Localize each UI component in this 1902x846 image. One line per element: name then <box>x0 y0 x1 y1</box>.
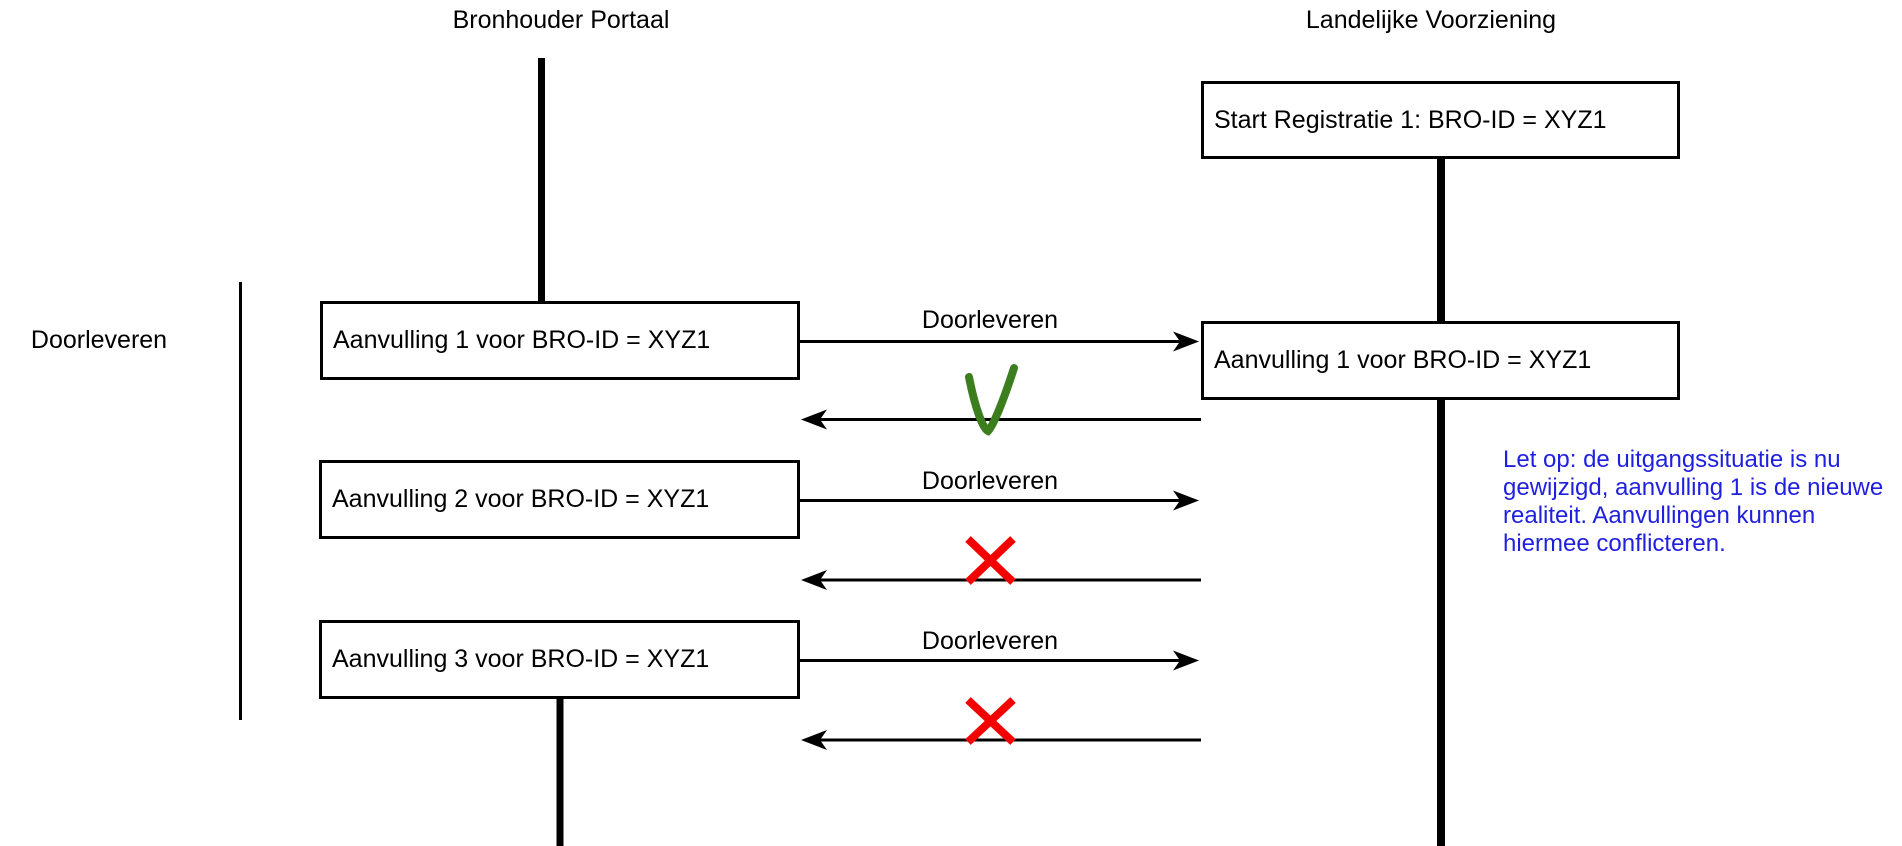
doorleveren-group-label: Doorleveren <box>30 326 168 354</box>
doorleveren-arrowhead-3 <box>1173 650 1199 671</box>
box-aanvulling-3-bronhouder: Aanvulling 3 voor BRO-ID = XYZ1 <box>319 620 800 699</box>
cross-icon-2-stroke-b <box>965 697 1016 745</box>
return-arrowhead-2 <box>801 570 827 590</box>
actor-title-landelijke-voorziening: Landelijke Voorziening <box>1305 6 1557 34</box>
box-aanvulling-2-bronhouder: Aanvulling 2 voor BRO-ID = XYZ1 <box>319 460 800 539</box>
message-label-doorleveren-3: Doorleveren <box>921 627 1059 655</box>
doorleveren-arrowhead-1 <box>1173 331 1199 352</box>
return-arrowhead-1 <box>801 409 827 430</box>
cross-icon-1-stroke-b <box>965 536 1016 585</box>
doorleveren-arrowhead-2 <box>1173 490 1199 511</box>
box-start-registratie: Start Registratie 1: BRO-ID = XYZ1 <box>1201 81 1680 159</box>
box-aanvulling-1-bronhouder: Aanvulling 1 voor BRO-ID = XYZ1 <box>320 301 800 380</box>
message-label-doorleveren-2: Doorleveren <box>921 467 1059 495</box>
return-arrowhead-3 <box>801 730 827 750</box>
note-line-1: Let op: de uitgangssituatie is nu <box>1503 446 1841 473</box>
note-line-2: gewijzigd, aanvulling 1 is de nieuwe <box>1503 474 1884 501</box>
checkmark-icon <box>965 364 1018 436</box>
box-aanvulling-1-landelijk: Aanvulling 1 voor BRO-ID = XYZ1 <box>1201 321 1680 400</box>
note-uitgangssituatie: Let op: de uitgangssituatie is nu gewijz… <box>1503 446 1902 558</box>
actor-title-bronhouder-portaal: Bronhouder Portaal <box>452 6 670 34</box>
message-label-doorleveren-1: Doorleveren <box>921 306 1059 334</box>
note-line-4: hiermee conflicteren. <box>1503 530 1726 557</box>
note-line-3: realiteit. Aanvullingen kunnen <box>1503 502 1816 529</box>
